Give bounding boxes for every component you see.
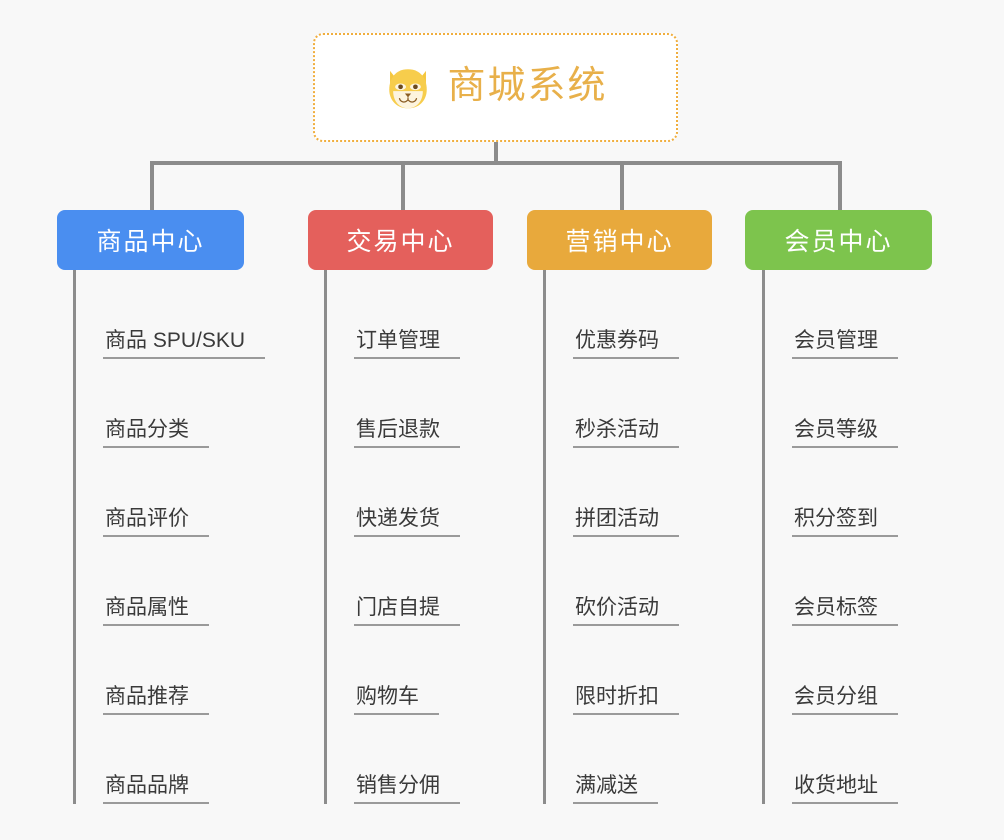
leaf-item[interactable]: 售后退款	[324, 359, 460, 448]
leaf-list-marketing-center: 优惠券码秒杀活动拼团活动砍价活动限时折扣满减送	[543, 270, 679, 804]
category-box-product-center[interactable]: 商品中心	[57, 210, 244, 270]
leaf-item[interactable]: 购物车	[324, 626, 460, 715]
leaf-item-label: 限时折扣	[573, 686, 679, 715]
category-label: 营销中心	[565, 228, 674, 256]
leaf-item-label: 购物车	[354, 686, 439, 715]
leaf-item-label: 订单管理	[354, 330, 460, 359]
leaf-item[interactable]: 积分签到	[762, 448, 898, 537]
category-box-member-center[interactable]: 会员中心	[745, 210, 932, 270]
category-label: 会员中心	[784, 228, 893, 256]
leaf-item-label: 秒杀活动	[573, 419, 679, 448]
leaf-item-label: 商品 SPU/SKU	[103, 330, 266, 359]
trunk-line-member-center	[762, 270, 765, 804]
leaf-list-product-center: 商品 SPU/SKU 商品分类商品评价商品属性商品推荐商品品牌	[73, 270, 266, 804]
horizontal-bus-line	[150, 161, 842, 165]
leaf-item-label: 门店自提	[354, 597, 460, 626]
leaf-item-label: 商品评价	[103, 508, 209, 537]
leaf-item-label: 商品分类	[103, 419, 209, 448]
leaf-item[interactable]: 砍价活动	[543, 537, 679, 626]
leaf-item[interactable]: 商品推荐	[73, 626, 265, 715]
leaf-item[interactable]: 会员分组	[762, 626, 898, 715]
leaf-item-label: 销售分佣	[354, 775, 460, 804]
leaf-item[interactable]: 会员标签	[762, 537, 898, 626]
leaf-item[interactable]: 商品分类	[73, 359, 265, 448]
drop-line-marketing-center	[620, 161, 624, 210]
leaf-item-label: 商品推荐	[103, 686, 209, 715]
leaf-item-label: 优惠券码	[573, 330, 679, 359]
leaf-item-label: 会员管理	[792, 330, 898, 359]
trunk-line-trade-center	[324, 270, 327, 804]
leaf-item[interactable]: 门店自提	[324, 537, 460, 626]
root-title: 商城系统	[447, 65, 608, 107]
leaf-item[interactable]: 优惠券码	[543, 270, 679, 359]
leaf-list-member-center: 会员管理会员等级积分签到会员标签会员分组收货地址	[762, 270, 898, 804]
root-node[interactable]: 商城系统	[313, 33, 678, 142]
leaf-item[interactable]: 快递发货	[324, 448, 460, 537]
leaf-item[interactable]: 商品品牌	[73, 715, 265, 804]
drop-line-product-center	[150, 161, 154, 210]
leaf-item-label: 会员等级	[792, 419, 898, 448]
drop-line-trade-center	[401, 161, 405, 210]
leaf-item-label: 拼团活动	[573, 508, 679, 537]
leaf-item-label: 砍价活动	[573, 597, 679, 626]
drop-line-member-center	[838, 161, 842, 210]
root-stem-line	[494, 142, 498, 165]
leaf-item[interactable]: 收货地址	[762, 715, 898, 804]
leaf-item[interactable]: 会员等级	[762, 359, 898, 448]
leaf-item-label: 商品属性	[103, 597, 209, 626]
leaf-item-label: 会员分组	[792, 686, 898, 715]
shiba-dog-face-icon	[389, 68, 428, 108]
category-box-marketing-center[interactable]: 营销中心	[527, 210, 712, 270]
leaf-item[interactable]: 销售分佣	[324, 715, 460, 804]
leaf-item[interactable]: 商品 SPU/SKU	[73, 270, 266, 359]
trunk-line-product-center	[73, 270, 76, 804]
leaf-item[interactable]: 商品属性	[73, 537, 265, 626]
leaf-item[interactable]: 限时折扣	[543, 626, 679, 715]
leaf-item-label: 快递发货	[354, 508, 460, 537]
leaf-item-label: 收货地址	[792, 775, 898, 804]
leaf-item[interactable]: 拼团活动	[543, 448, 679, 537]
leaf-item-label: 积分签到	[792, 508, 898, 537]
leaf-item[interactable]: 满减送	[543, 715, 679, 804]
leaf-item-label: 售后退款	[354, 419, 460, 448]
leaf-item-label: 商品品牌	[103, 775, 209, 804]
leaf-item-label: 会员标签	[792, 597, 898, 626]
leaf-item[interactable]: 秒杀活动	[543, 359, 679, 448]
category-label: 交易中心	[346, 228, 455, 256]
leaf-item-label: 满减送	[573, 775, 658, 804]
leaf-item[interactable]: 会员管理	[762, 270, 898, 359]
trunk-line-marketing-center	[543, 270, 546, 804]
category-box-trade-center[interactable]: 交易中心	[308, 210, 493, 270]
leaf-list-trade-center: 订单管理售后退款快递发货门店自提购物车销售分佣	[324, 270, 460, 804]
leaf-item[interactable]: 商品评价	[73, 448, 265, 537]
leaf-item[interactable]: 订单管理	[324, 270, 460, 359]
category-label: 商品中心	[96, 228, 205, 256]
